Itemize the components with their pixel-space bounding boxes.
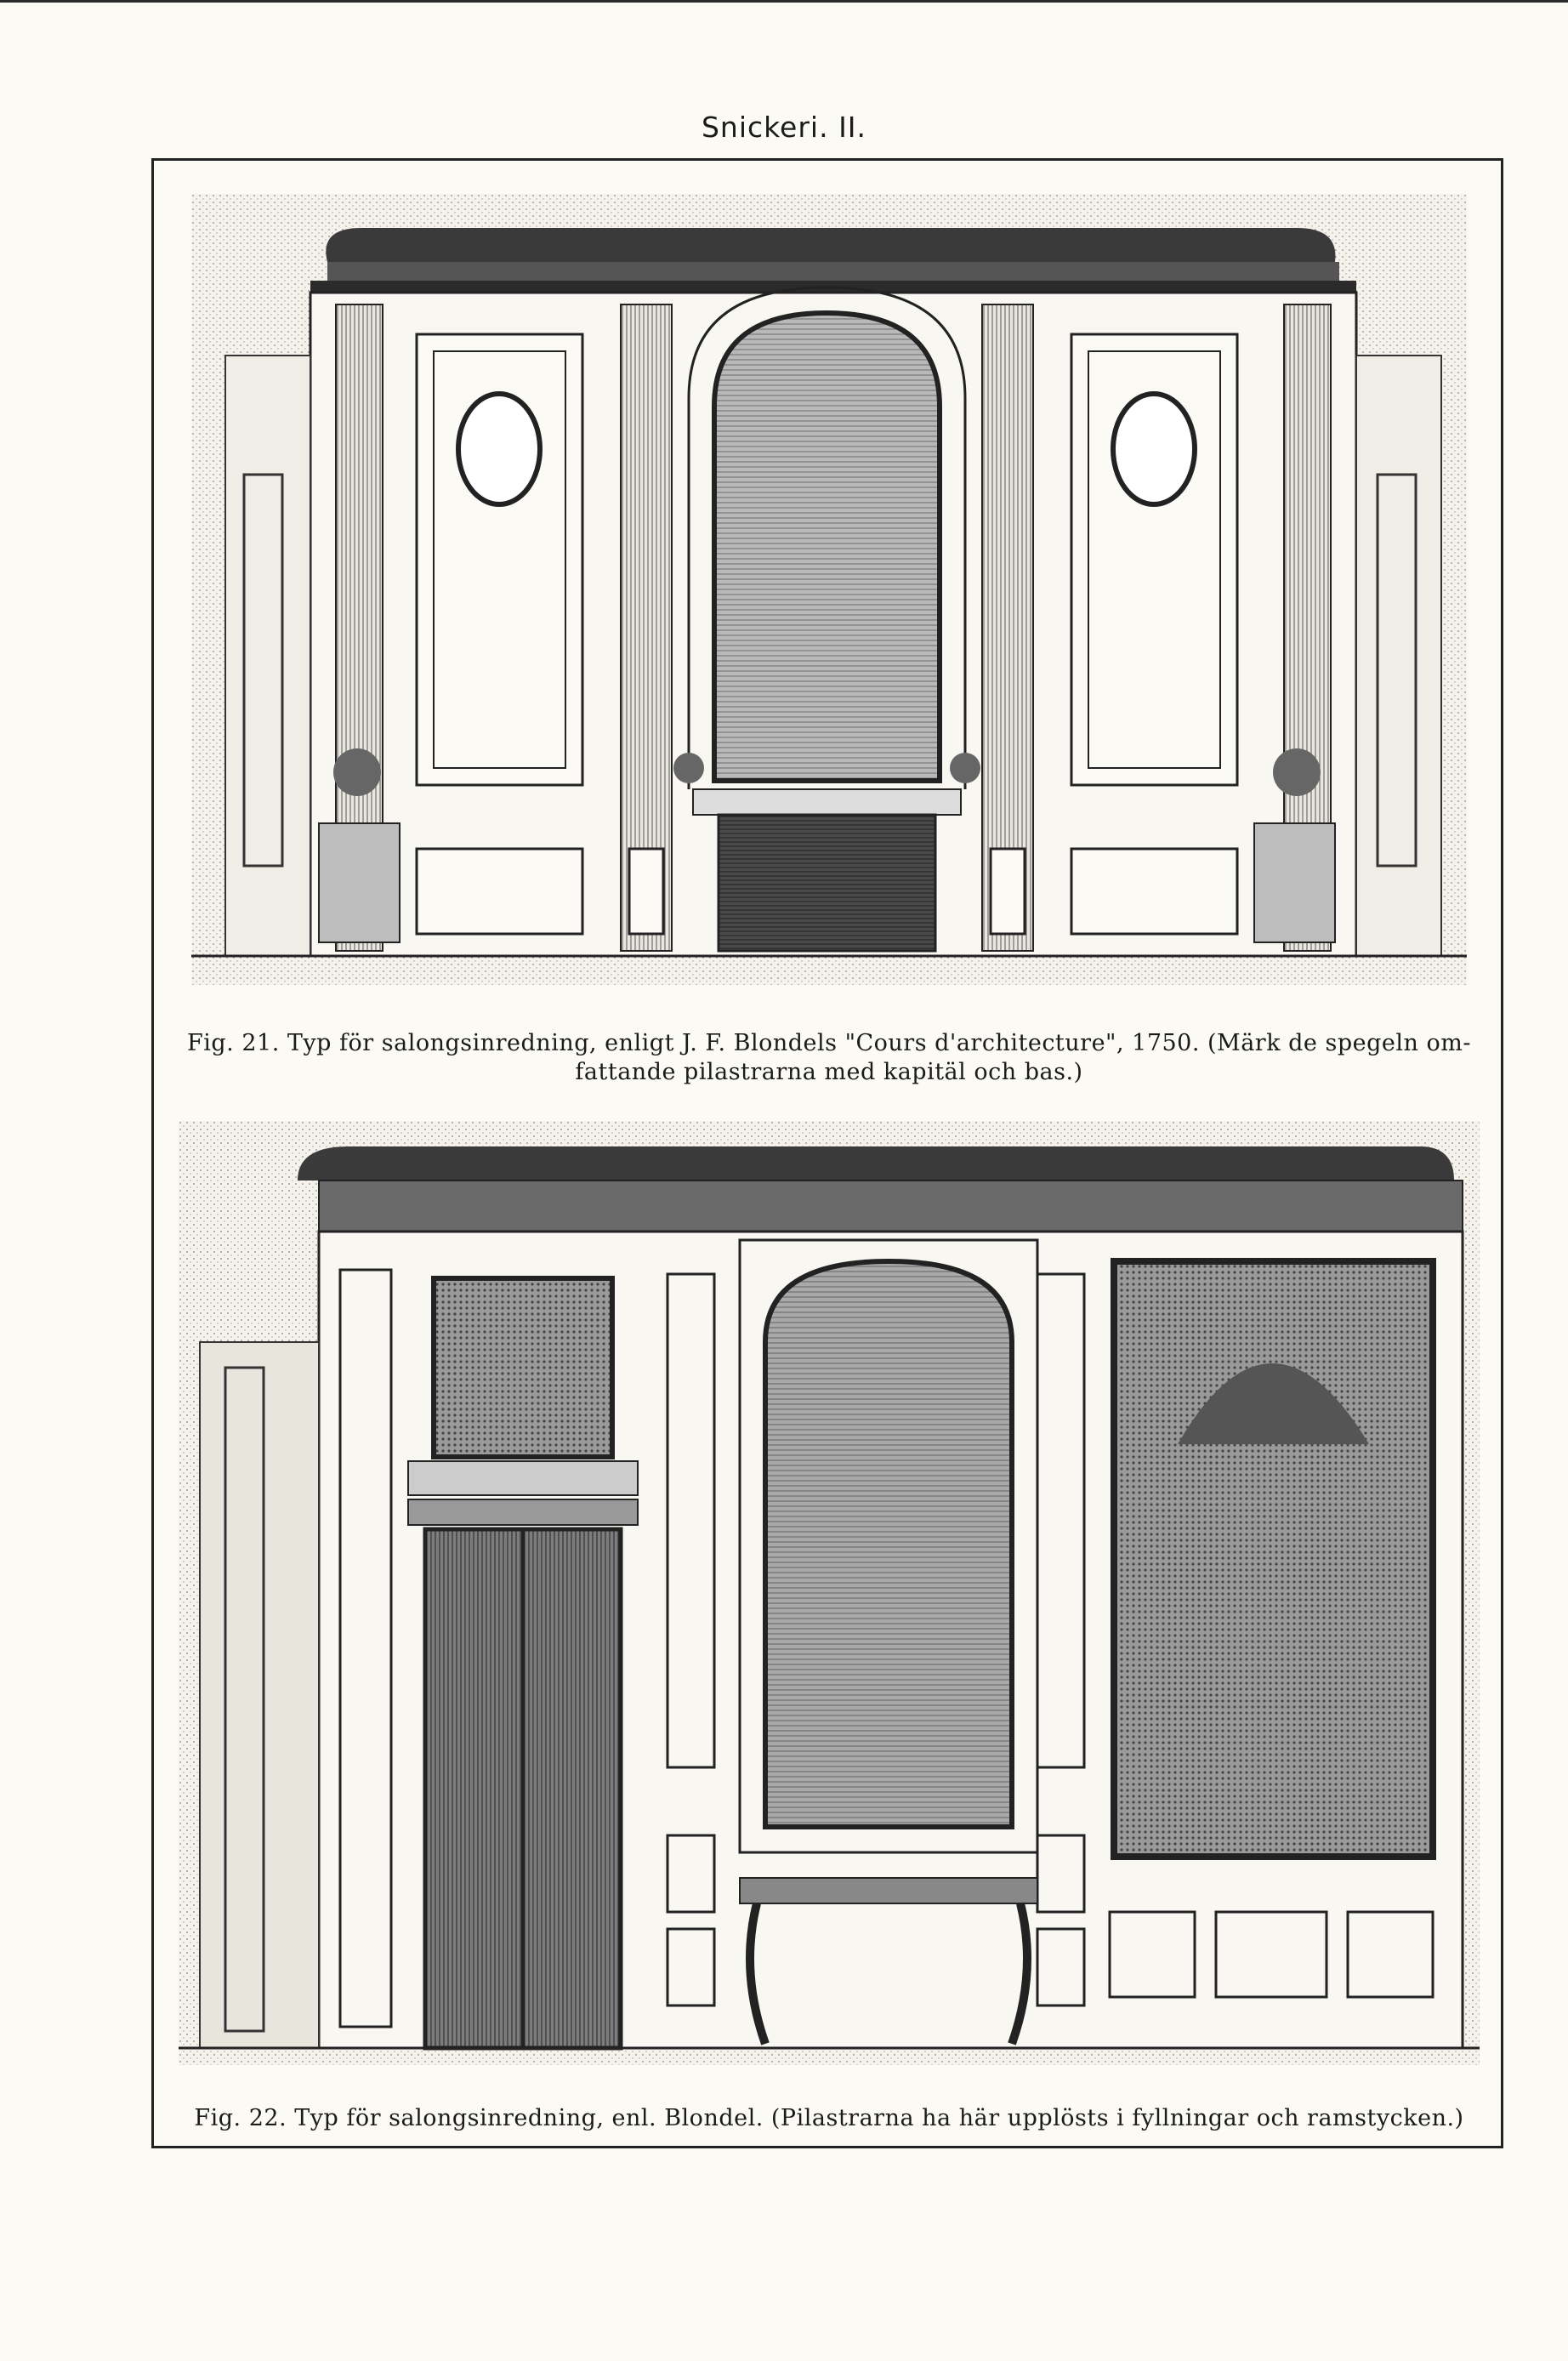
top-edge-line	[0, 0, 1568, 3]
page-title: Snickeri. II.	[701, 111, 867, 144]
plate-frame	[151, 158, 1503, 2148]
figure-22-caption-line-1: Fig. 22. Typ för salongsinredning, enl. …	[194, 2105, 1464, 2131]
figure-22-caption: Fig. 22. Typ för salongsinredning, enl. …	[170, 2104, 1488, 2133]
figure-22-illustration	[179, 1121, 1480, 2065]
salon-elevation-drawing	[191, 194, 1467, 985]
figure-21-caption-line-1: Fig. 21. Typ för salongsinredning, enlig…	[187, 1030, 1471, 1056]
figure-21-illustration	[191, 194, 1467, 985]
salon-elevation-drawing-2	[179, 1121, 1480, 2065]
figure-21-caption: Fig. 21. Typ för salongsinredning, enlig…	[174, 1029, 1484, 1087]
figure-21-caption-line-2: fattande pilastrarna med kapitäl och bas…	[575, 1059, 1083, 1085]
